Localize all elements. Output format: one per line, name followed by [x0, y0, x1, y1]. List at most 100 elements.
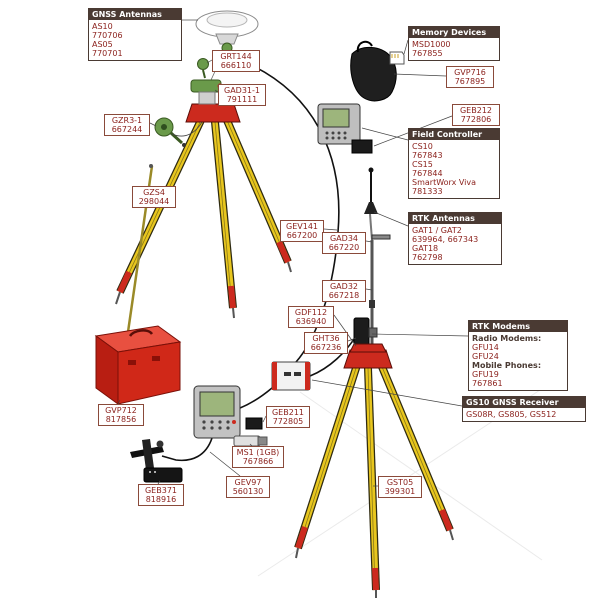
article-number: 818916	[145, 495, 177, 504]
pole-clamp	[130, 439, 164, 470]
article-number: 772805	[272, 417, 304, 426]
part-number: GEB211	[271, 408, 304, 417]
part-label-gev141: GEV141 667200	[280, 220, 324, 242]
part-number: GEV97	[234, 478, 262, 487]
part-label-gad31: GAD31-1 791111	[218, 84, 266, 106]
holster-bag	[350, 40, 397, 102]
part-label-geb212: GEB212 772806	[452, 104, 500, 126]
part-line: GFU19	[472, 370, 499, 379]
group-label-rtk-antennas: RTK Antennas GAT1 / GAT2 639964, 667343 …	[408, 212, 502, 265]
part-label-geb371: GEB371 818916	[138, 484, 184, 506]
article-number: 667236	[310, 343, 342, 352]
group-label-header: RTK Antennas	[409, 213, 501, 224]
group-label-gs10-receiver: GS10 GNSS Receiver GS08R, GS805, GS512	[462, 396, 586, 422]
part-line: 767843	[412, 151, 443, 160]
part-label-geb211: GEB211 772805	[266, 406, 310, 428]
carrier-gzr3	[154, 117, 203, 147]
article-number: 667244	[111, 125, 143, 134]
group-label-header: GNSS Antennas	[89, 9, 181, 20]
part-number: GST05	[386, 478, 414, 487]
part-number: GDF112	[294, 308, 328, 317]
part-line: 770701	[92, 49, 123, 58]
part-line: CS10	[412, 142, 433, 151]
tripod-head	[343, 349, 393, 369]
part-line: 639964, 667343	[412, 235, 479, 244]
group-label-field-controller: Field Controller CS10 767843 CS15 767844…	[408, 128, 500, 199]
article-number: 817856	[105, 415, 137, 424]
part-number: GZS4	[143, 188, 165, 197]
antenna-pole-assembly	[349, 167, 391, 353]
antenna-arm	[371, 234, 391, 240]
radio-modem	[353, 317, 370, 347]
receiver-to-controller-cable	[239, 387, 273, 409]
part-line: GAT18	[412, 244, 439, 253]
article-number: 399301	[384, 487, 416, 496]
battery-geb212	[351, 139, 373, 154]
part-number: MS1 (1GB)	[236, 448, 280, 457]
part-label-gst05: GST05 399301	[378, 476, 422, 498]
gnss-antenna-dome	[195, 10, 259, 54]
part-line: SmartWorx Viva	[412, 178, 477, 187]
radio-antenna-base	[364, 202, 378, 214]
part-label-gdf112: GDF112 636940	[288, 306, 334, 328]
article-number: 298044	[138, 197, 170, 206]
part-line: AS05	[92, 40, 113, 49]
part-label-ms1: MS1 (1GB) 767866	[232, 446, 284, 468]
article-number: 791111	[226, 95, 258, 104]
part-number: GRT144	[220, 52, 252, 61]
part-label-gev97: GEV97 560130	[226, 476, 270, 498]
part-line: 762798	[412, 253, 443, 262]
part-line: GAT1 / GAT2	[412, 226, 462, 235]
part-label-gvp712: GVP712 817856	[98, 404, 144, 426]
group-label-gnss-antennas: GNSS Antennas AS10 770706 AS05 770701	[88, 8, 182, 61]
part-line: GS08R, GS805, GS512	[466, 410, 557, 419]
part-number: GHT36	[312, 334, 340, 343]
article-number: 667220	[328, 243, 360, 252]
controller-power-cable-gev97	[161, 437, 213, 462]
battery-geb211	[245, 417, 263, 430]
part-number: GAD31-1	[224, 86, 260, 95]
part-line: GFU24	[472, 352, 499, 361]
gnss-receiver-box	[271, 361, 311, 391]
group-label-header: Field Controller	[409, 129, 499, 140]
part-label-ght36: GHT36 667236	[304, 332, 348, 354]
part-label-gvp716: GVP716 767895	[446, 66, 494, 88]
part-number: GAD34	[329, 234, 358, 243]
controller-device-bottom	[193, 385, 241, 439]
battery-geb371	[143, 467, 183, 483]
part-line: CS15	[412, 160, 433, 169]
part-number: GEB371	[144, 486, 177, 495]
part-line: 767861	[472, 379, 503, 388]
part-line: Radio Modems:	[472, 334, 542, 343]
antenna-adapter	[197, 58, 209, 79]
part-line: 767855	[412, 49, 443, 58]
article-number: 667200	[286, 231, 318, 240]
transport-container	[94, 325, 182, 405]
part-label-gzs4: GZS4 298044	[132, 186, 176, 208]
part-number: GEB212	[459, 106, 492, 115]
part-line: Mobile Phones:	[472, 361, 542, 370]
article-number: 667218	[328, 291, 360, 300]
part-label-grt144: GRT144 666110	[212, 50, 260, 72]
group-label-header: RTK Modems	[469, 321, 567, 332]
part-number: GZR3-1	[111, 116, 143, 125]
part-label-gad34: GAD34 667220	[322, 232, 366, 254]
part-line: 781333	[412, 187, 443, 196]
part-label-gzr3: GZR3-1 667244	[104, 114, 150, 136]
tripod-1	[115, 103, 292, 319]
group-label-memory-devices: Memory Devices MSD1000 767855	[408, 26, 500, 61]
article-number: 772806	[460, 115, 492, 124]
tribrach	[349, 343, 387, 353]
part-line: 770706	[92, 31, 123, 40]
part-number: GVP712	[105, 406, 137, 415]
article-number: 767895	[454, 77, 486, 86]
group-label-rtk-modems: RTK Modems Radio Modems: GFU14 GFU24 Mob…	[468, 320, 568, 391]
group-label-header: Memory Devices	[409, 27, 499, 38]
tripod-head	[185, 103, 241, 123]
article-number: 560130	[232, 487, 264, 496]
part-number: GEV141	[286, 222, 318, 231]
part-number: GAD32	[329, 282, 358, 291]
article-number: 767866	[242, 457, 274, 466]
